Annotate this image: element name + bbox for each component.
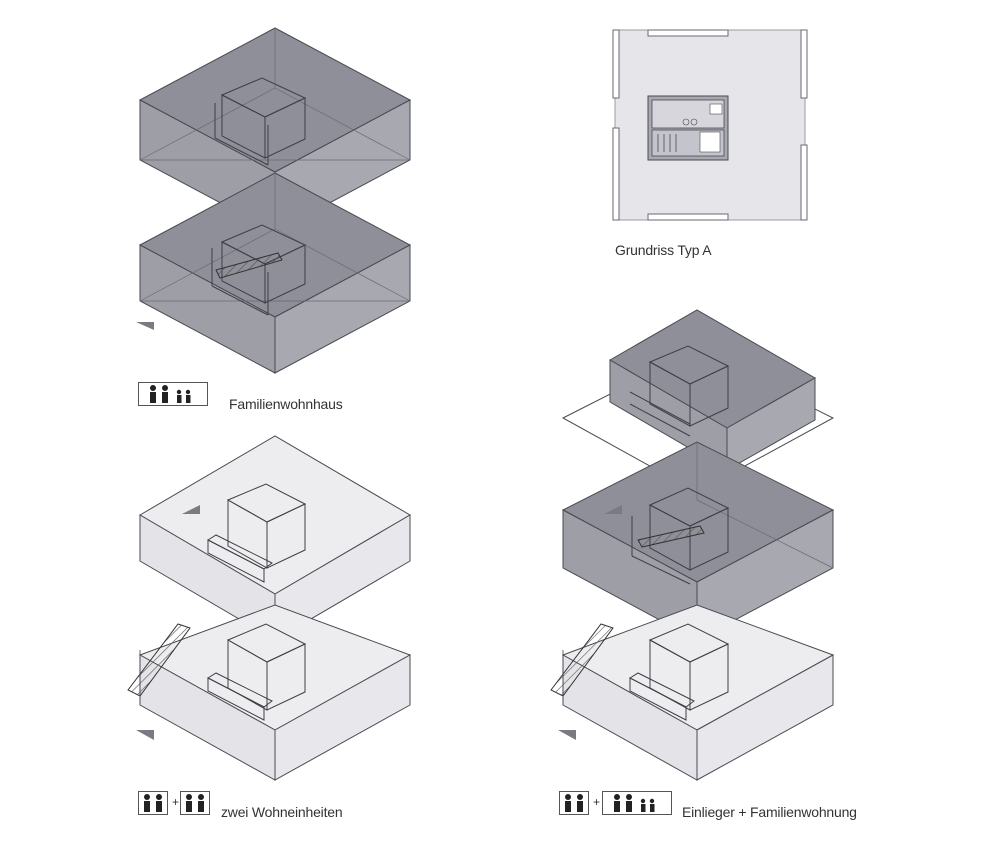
entrance-marker-icon	[604, 505, 622, 514]
family-pictogram-icon	[150, 385, 191, 403]
lower-floor-core	[628, 623, 730, 721]
entrance-marker-icon	[136, 322, 154, 330]
occupancy-unit-b-icon	[180, 791, 210, 815]
upper-floor-core	[214, 77, 307, 166]
occupancy-unit-a-icon	[138, 791, 168, 815]
entrance-marker-icon	[136, 730, 154, 740]
middle-floor-slab	[561, 441, 835, 641]
top-volume-core	[629, 345, 730, 437]
label-einlieger-familienwohnung: Einlieger + Familienwohnung	[682, 804, 857, 820]
upper-floor-core	[206, 483, 307, 583]
plan-core	[647, 95, 729, 161]
top-volume	[561, 309, 835, 493]
lower-floor-slab	[138, 172, 412, 374]
einlieger-axonometric	[550, 309, 835, 781]
plus-sign: +	[172, 795, 180, 809]
staircase-icon	[637, 525, 705, 548]
entrance-marker-icon	[558, 730, 576, 740]
entrance-marker-icon	[182, 505, 200, 514]
occupancy-einlieger-icon	[559, 791, 589, 815]
grundriss-plan	[612, 29, 808, 221]
upper-floor-slab	[139, 435, 411, 641]
familienwohnhaus-axonometric	[136, 27, 412, 374]
two-adults-pictogram-icon	[186, 794, 204, 812]
family-pictogram-icon	[614, 794, 655, 812]
label-familienwohnhaus: Familienwohnhaus	[229, 396, 343, 412]
two-adults-pictogram-icon	[144, 794, 162, 812]
two-adults-pictogram-icon	[565, 794, 583, 812]
lower-floor-core	[206, 623, 307, 721]
lower-floor-slab	[138, 604, 412, 781]
occupancy-family-icon	[138, 382, 208, 406]
lower-floor-slab	[561, 604, 835, 781]
plus-sign: +	[593, 795, 601, 809]
zwei-wohneinheiten-axonometric	[127, 435, 412, 781]
occupancy-family-icon	[602, 791, 672, 815]
label-zwei-wohneinheiten: zwei Wohneinheiten	[221, 804, 343, 820]
middle-floor-core	[631, 487, 730, 585]
external-staircase-icon	[127, 623, 191, 700]
staircase-icon	[215, 252, 283, 279]
label-grundriss-typ-a: Grundriss Typ A	[615, 242, 712, 258]
external-staircase-icon	[550, 623, 614, 700]
